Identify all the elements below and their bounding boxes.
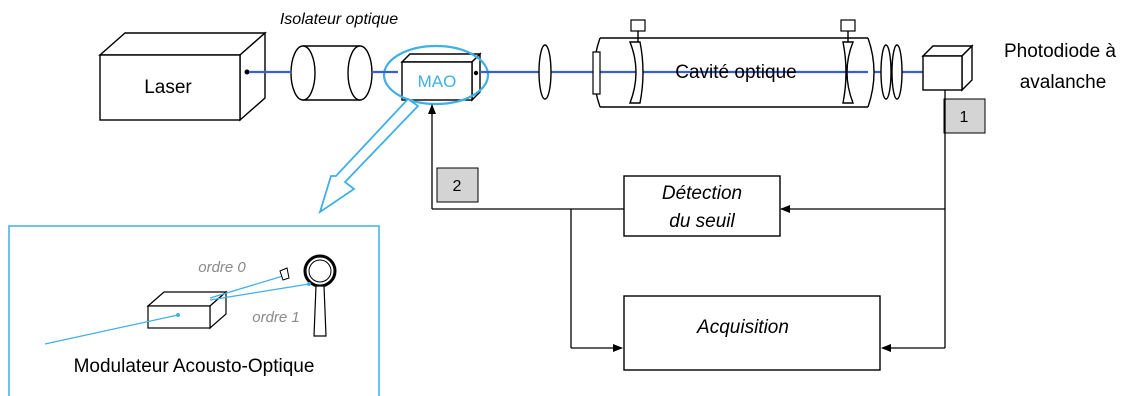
svg-text:1: 1: [960, 109, 969, 126]
detection-label-line1: Détection: [662, 183, 742, 204]
isolator-label: Isolateur optique: [280, 11, 398, 28]
svg-text:2: 2: [453, 178, 462, 195]
photodiode-label-line1: Photodiode à: [1004, 41, 1116, 62]
optical-isolator: Isolateur optique: [280, 11, 398, 101]
order-1-label: ordre 1: [252, 309, 300, 326]
optical-cavity: Cavité optique: [592, 19, 875, 108]
acquisition-label: Acquisition: [696, 317, 789, 338]
laser-box: Laser: [98, 31, 267, 122]
threshold-detection-box: Détection du seuil: [623, 175, 781, 237]
zoom-arrow: [318, 97, 420, 215]
exit-lens-2: [891, 44, 903, 100]
mao-label: MAO: [418, 72, 457, 91]
mao-highlight-ellipse: [382, 44, 490, 106]
aom-inset-panel: ordre 0 ordre 1 Modulateur Acousto-Optiq…: [8, 225, 380, 396]
badge-1: 1: [943, 98, 986, 134]
modulator-label: Modulateur Acousto-Optique: [74, 356, 315, 377]
focusing-lens: [538, 44, 552, 100]
exit-lens-1: [880, 44, 892, 100]
laser-label: Laser: [144, 77, 192, 98]
detection-label-line2: du seuil: [669, 211, 735, 232]
badge-2: 2: [436, 167, 479, 203]
photodiode-label-line2: avalanche: [1020, 72, 1107, 93]
order-0-label: ordre 0: [198, 259, 246, 276]
photodiode-box: [921, 44, 974, 92]
acquisition-box: Acquisition: [623, 295, 881, 371]
signal-wiring: [428, 90, 946, 352]
mao-modulator: MAO: [400, 52, 482, 102]
cavity-label: Cavité optique: [675, 62, 796, 83]
